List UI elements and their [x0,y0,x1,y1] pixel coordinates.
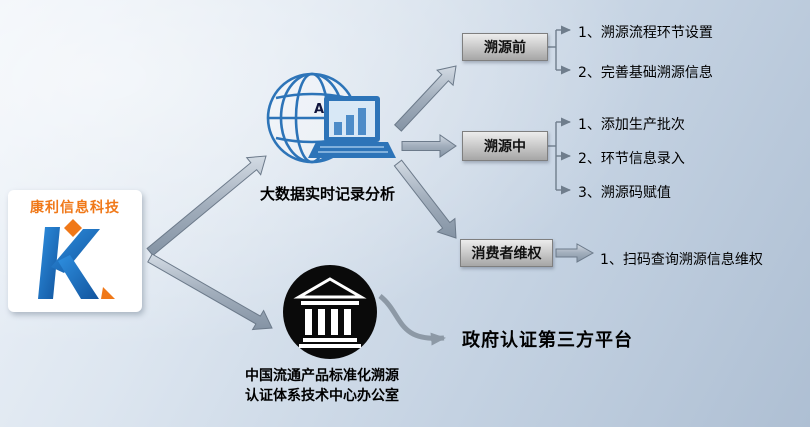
logo-k-icon [38,219,115,299]
certification-label-line1: 中国流通产品标准化溯源 [245,368,399,384]
stage-pre-item-2: 2、完善基础溯源信息 [578,65,713,81]
stage-mid-item-1: 1、添加生产批次 [578,117,685,133]
logo-diamond-accent [64,219,82,237]
arrow-analysis-to-pre [393,65,457,132]
company-logo: 康利信息科技 [8,190,142,312]
stage-box-mid-trace: 溯源中 [462,131,548,161]
arrow-logo-to-certification [147,253,273,331]
arrow-logo-to-analysis [146,155,267,257]
arrow-consumer-to-item [555,243,595,263]
arrow-analysis-to-mid [401,134,457,158]
stage-box-consumer-label: 消费者维权 [471,246,542,262]
bracket-stage-pre [548,25,571,75]
arrow-analysis-to-consumer [393,159,457,239]
stage-box-pre-trace: 溯源前 [462,33,548,61]
stage-box-mid-trace-label: 溯源中 [484,139,526,155]
logo-triangle-accent [101,287,115,299]
stage-mid-item-3: 3、溯源码赋值 [578,185,671,201]
stage-pre-item-1: 1、溯源流程环节设置 [578,25,713,41]
analysis-label: 大数据实时记录分析 [259,185,395,203]
stage-box-pre-trace-label: 溯源前 [484,40,526,56]
company-name: 康利信息科技 [30,200,120,216]
certification-label-line2: 认证体系技术中心办公室 [245,388,399,404]
monitor-letter: A [314,102,324,117]
stage-consumer-item-1: 1、扫码查询溯源信息维权 [600,252,763,268]
arrow-bank-to-platform [378,294,446,346]
certification-label: 中国流通产品标准化溯源 认证体系技术中心办公室 [230,366,414,406]
laptop-icon [308,96,396,158]
bracket-stage-mid [548,117,571,195]
globe-laptop-icon: A [266,72,396,164]
stage-box-consumer: 消费者维权 [460,239,553,267]
bank-icon [283,265,377,359]
stage-mid-item-2: 2、环节信息录入 [578,151,685,167]
platform-label: 政府认证第三方平台 [462,330,633,351]
